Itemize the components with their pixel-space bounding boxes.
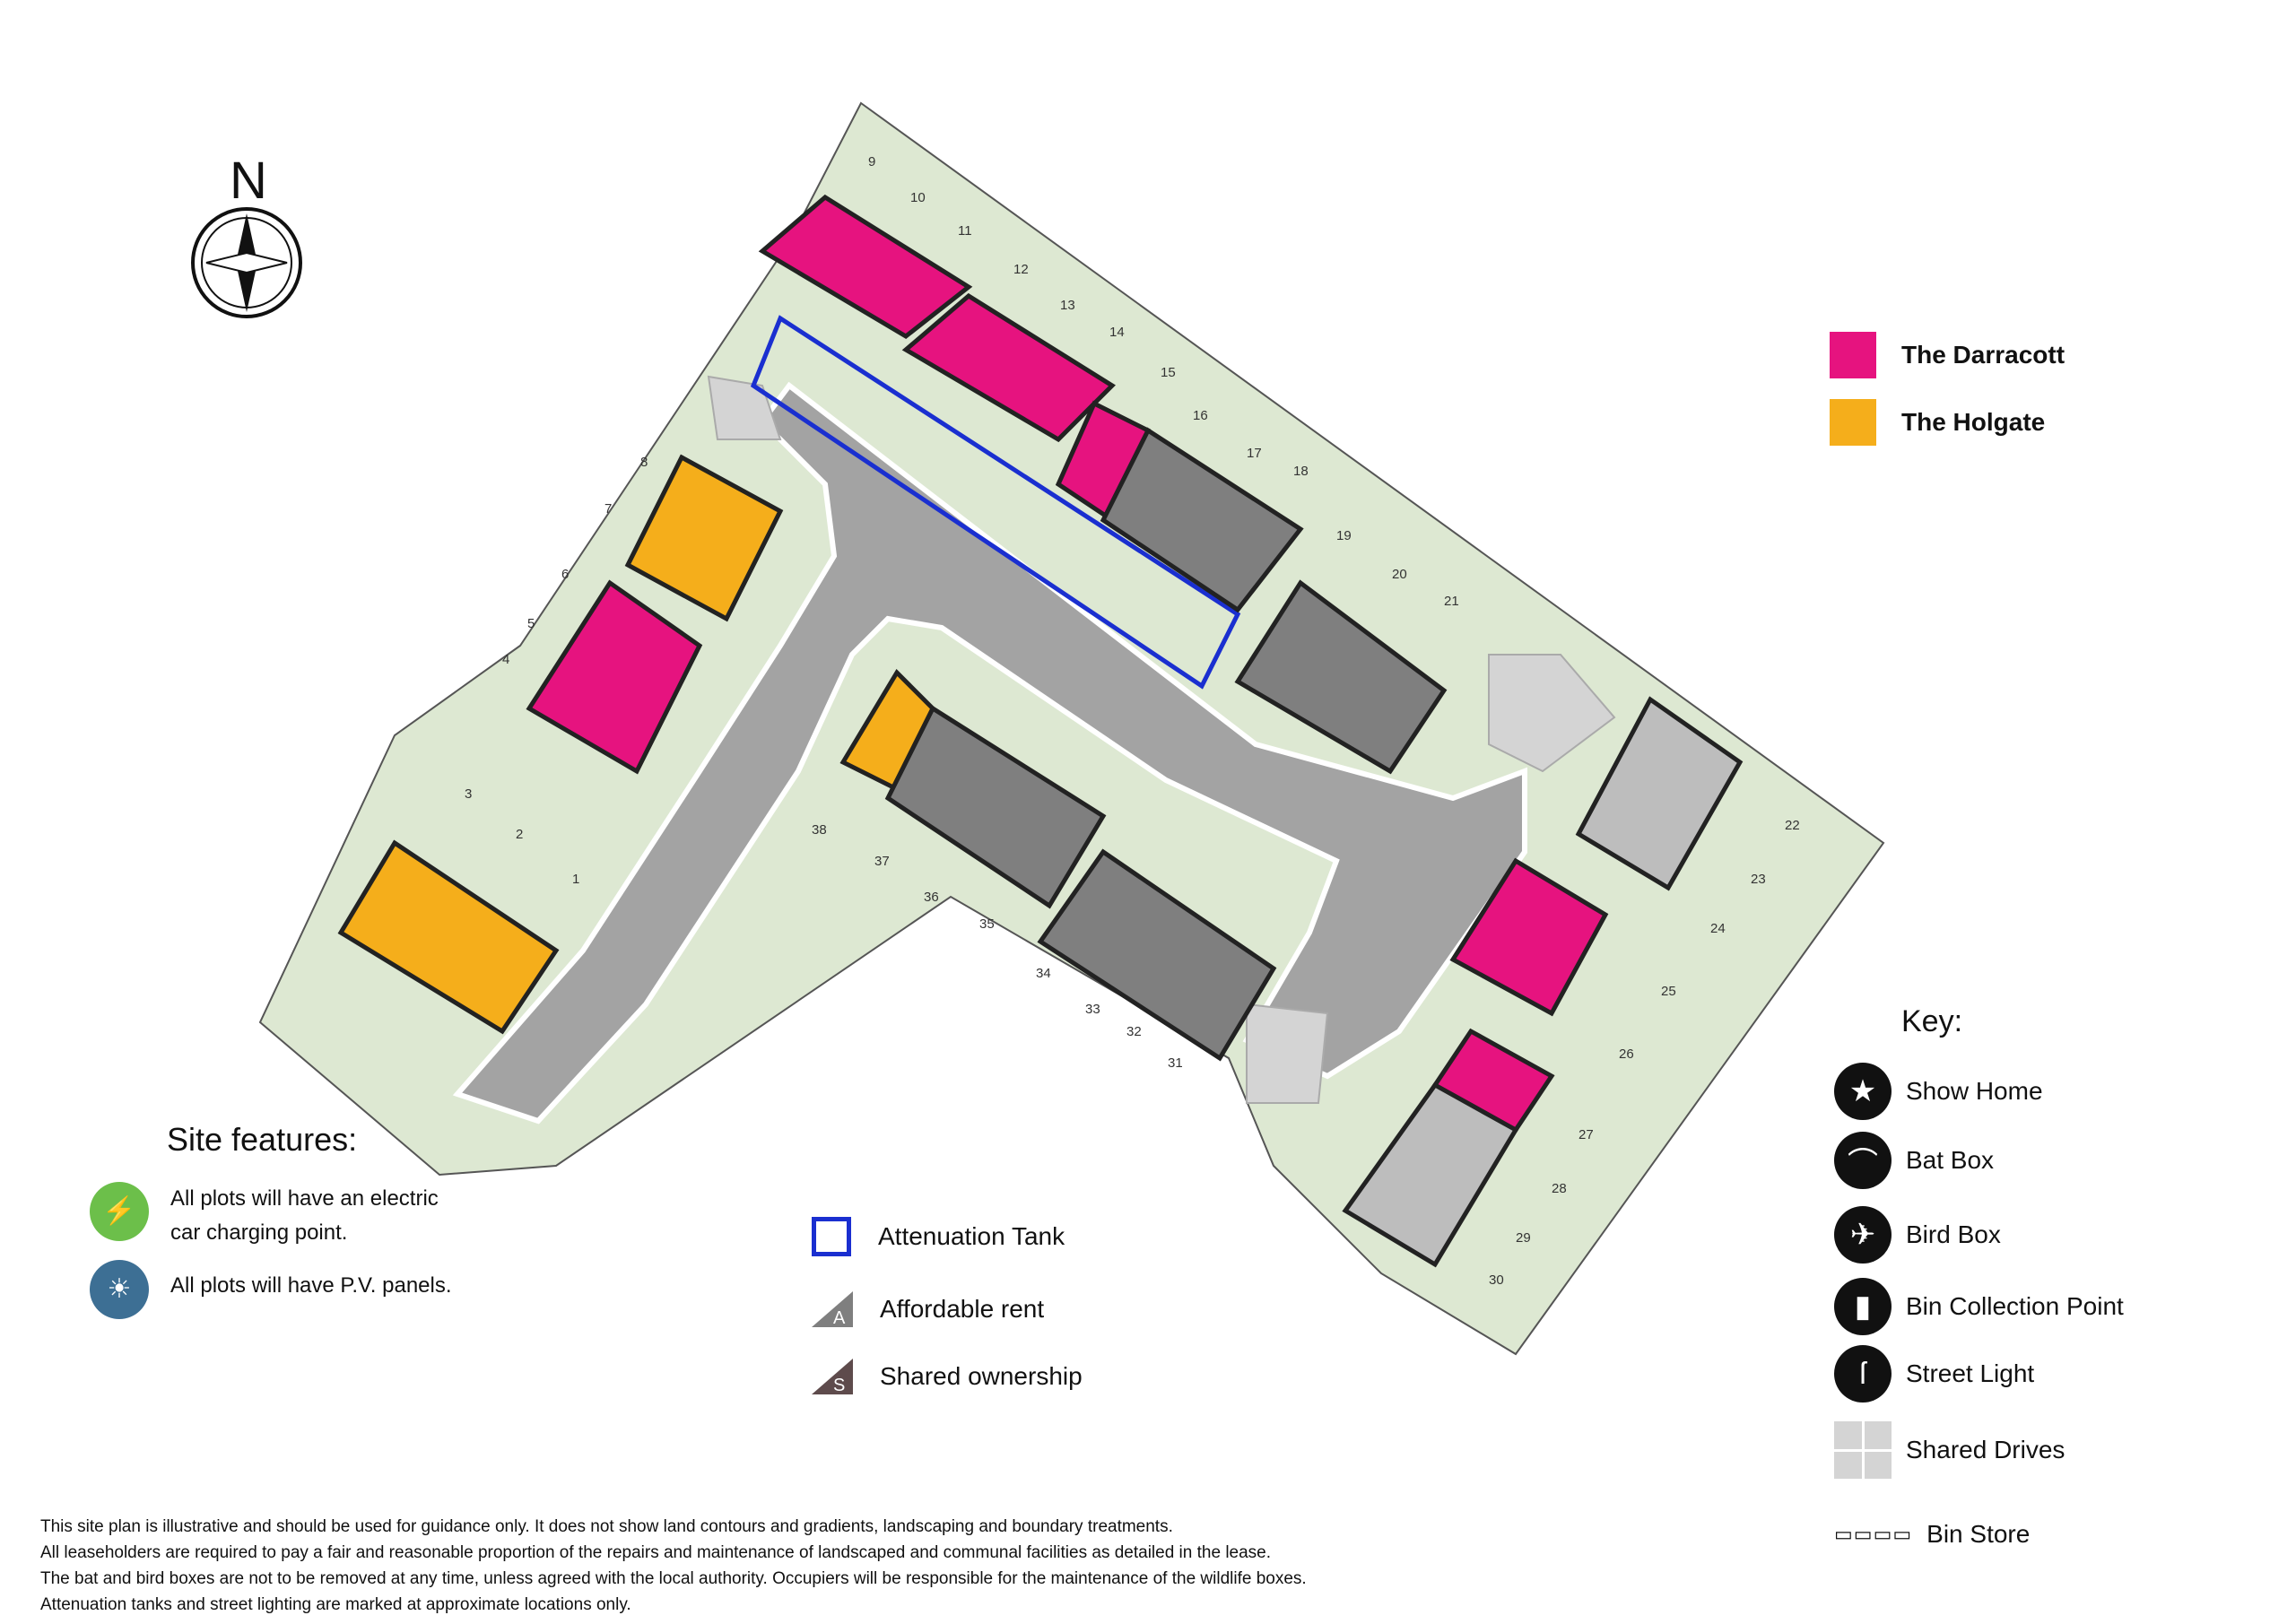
darracott-label: The Darracott xyxy=(1901,341,2066,369)
key-shared-drives-label: Shared Drives xyxy=(1906,1436,2066,1463)
plot-20: 20 xyxy=(1392,567,1407,582)
plot-30: 30 xyxy=(1489,1272,1504,1288)
key-bin-store: ▭▭▭▭ Bin Store xyxy=(1834,1520,2030,1549)
key-bird-box-label: Bird Box xyxy=(1906,1220,2001,1248)
disclaimer-line-2: All leaseholders are required to pay a f… xyxy=(40,1543,1272,1562)
plot-13: 13 xyxy=(1060,298,1075,313)
plot-33: 33 xyxy=(1085,1002,1100,1017)
bin-icon: ▮ xyxy=(1834,1278,1892,1335)
star-icon: ★ xyxy=(1834,1063,1892,1120)
site-feature-ev-line2: car charging point. xyxy=(170,1220,348,1245)
affordable-rent-label: Affordable rent xyxy=(880,1295,1045,1323)
shared-ownership-icon: S xyxy=(812,1359,853,1394)
plot-22: 22 xyxy=(1785,818,1800,833)
plot-6: 6 xyxy=(561,567,569,582)
plot-26: 26 xyxy=(1619,1046,1634,1062)
roads xyxy=(452,381,1527,1125)
site-feature-ev-line1: All plots will have an electric xyxy=(170,1186,439,1211)
key-title: Key: xyxy=(1901,1004,1963,1038)
plot-37: 37 xyxy=(874,854,890,869)
plot-36: 36 xyxy=(924,890,939,905)
darracott-blocks xyxy=(526,194,1609,1133)
key-bin-collection: ▮ Bin Collection Point xyxy=(1834,1278,2124,1335)
disclaimer: This site plan is illustrative and shoul… xyxy=(40,1514,1307,1618)
holgate-label: The Holgate xyxy=(1901,408,2046,436)
plot-17: 17 xyxy=(1247,446,1262,461)
plot-1: 1 xyxy=(572,872,579,887)
bird-icon: ✈ xyxy=(1834,1206,1892,1264)
plot-3: 3 xyxy=(465,786,472,802)
plot-23: 23 xyxy=(1751,872,1766,887)
bat-icon: ⌒ xyxy=(1834,1132,1892,1189)
key-bat-box-label: Bat Box xyxy=(1906,1146,1995,1174)
site-feature-pv-line1: All plots will have P.V. panels. xyxy=(170,1273,452,1298)
plot-24: 24 xyxy=(1710,921,1726,936)
legend-affordable-rent: A Affordable rent xyxy=(812,1291,1044,1327)
shared-drive-icon xyxy=(1834,1421,1892,1479)
key-bird-box: ✈ Bird Box xyxy=(1834,1206,2001,1264)
plot-15: 15 xyxy=(1161,365,1176,380)
disclaimer-line-3: The bat and bird boxes are not to be rem… xyxy=(40,1569,1307,1588)
attenuation-tank-label: Attenuation Tank xyxy=(878,1222,1065,1250)
street-light-icon: ſ xyxy=(1834,1345,1892,1403)
site-feature-pv: ☀ All plots will have P.V. panels. xyxy=(90,1260,452,1319)
affordable-blocks xyxy=(884,427,1744,1268)
svg-text:A: A xyxy=(833,1308,846,1327)
car-charging-icon: ⚡ xyxy=(90,1182,149,1241)
plot-31: 31 xyxy=(1168,1055,1183,1071)
plot-21: 21 xyxy=(1444,594,1459,609)
plot-5: 5 xyxy=(527,616,535,631)
compass-icon xyxy=(191,207,302,318)
key-bat-box: ⌒ Bat Box xyxy=(1834,1132,1994,1189)
key-show-home-label: Show Home xyxy=(1906,1077,2043,1105)
plot-12: 12 xyxy=(1013,262,1029,277)
disclaimer-line-4: Attenuation tanks and street lighting ar… xyxy=(40,1595,631,1614)
plot-8: 8 xyxy=(640,455,648,470)
legend-darracott: The Darracott xyxy=(1830,332,2065,378)
plot-32: 32 xyxy=(1126,1024,1142,1039)
plot-number-labels: 1 2 3 4 5 6 7 8 9 10 11 12 13 14 15 16 1… xyxy=(465,154,1800,1288)
holgate-swatch xyxy=(1830,399,1876,446)
plot-16: 16 xyxy=(1193,408,1208,423)
shared-ownership-label: Shared ownership xyxy=(880,1362,1083,1390)
key-street-light-label: Street Light xyxy=(1906,1359,2035,1387)
plot-19: 19 xyxy=(1336,528,1352,543)
legend-attenuation-tank: Attenuation Tank xyxy=(812,1217,1065,1256)
holgate-blocks xyxy=(337,454,935,1035)
key-street-light: ſ Street Light xyxy=(1834,1345,2034,1403)
plot-9: 9 xyxy=(868,154,875,169)
plot-4: 4 xyxy=(502,652,509,667)
site-feature-ev: ⚡ All plots will have an electric car ch… xyxy=(90,1182,439,1250)
key-bin-store-label: Bin Store xyxy=(1926,1520,2031,1548)
svg-text:S: S xyxy=(833,1376,845,1394)
attenuation-tank-outline xyxy=(750,315,1241,690)
plot-18: 18 xyxy=(1293,464,1309,479)
plot-25: 25 xyxy=(1661,984,1676,999)
disclaimer-line-1: This site plan is illustrative and shoul… xyxy=(40,1517,1173,1536)
plot-11: 11 xyxy=(958,223,972,239)
darracott-swatch xyxy=(1830,332,1876,378)
key-shared-drives: Shared Drives xyxy=(1834,1421,2065,1479)
plot-34: 34 xyxy=(1036,966,1051,981)
plot-35: 35 xyxy=(979,916,995,932)
attenuation-tank-icon xyxy=(812,1217,851,1256)
plot-10: 10 xyxy=(910,190,926,205)
legend-holgate: The Holgate xyxy=(1830,399,2045,446)
key-show-home: ★ Show Home xyxy=(1834,1063,2043,1120)
affordable-rent-icon: A xyxy=(812,1291,853,1327)
plot-7: 7 xyxy=(604,501,612,517)
north-label: N xyxy=(230,152,267,210)
site-features-title: Site features: xyxy=(167,1121,358,1158)
bin-store-icon: ▭▭▭▭ xyxy=(1834,1523,1913,1545)
plot-2: 2 xyxy=(516,827,523,842)
plot-29: 29 xyxy=(1516,1230,1531,1246)
plot-28: 28 xyxy=(1552,1181,1567,1196)
legend-shared-ownership: S Shared ownership xyxy=(812,1359,1083,1394)
solar-panel-icon: ☀ xyxy=(90,1260,149,1319)
plot-14: 14 xyxy=(1109,325,1125,340)
key-bin-collection-label: Bin Collection Point xyxy=(1906,1292,2124,1320)
plot-38: 38 xyxy=(812,822,827,838)
plot-27: 27 xyxy=(1578,1127,1594,1142)
